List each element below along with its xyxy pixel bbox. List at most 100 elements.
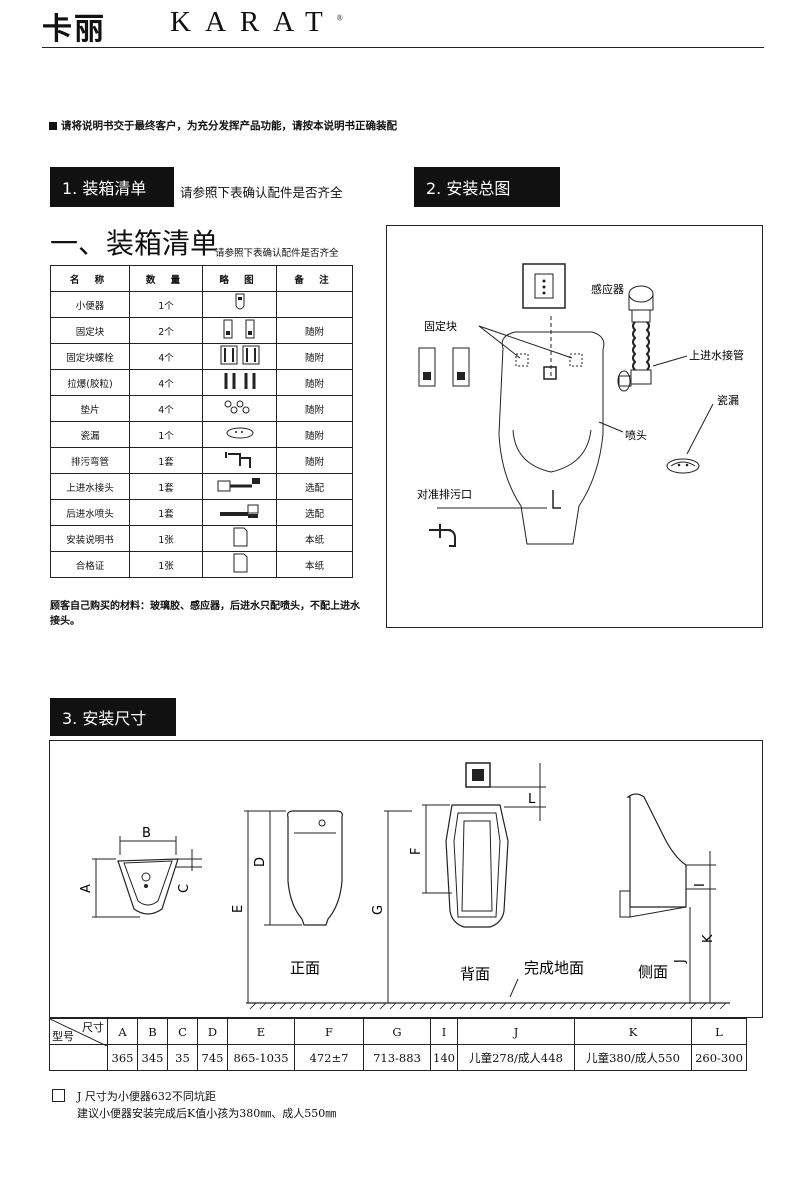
- value-G: 713-883: [363, 1044, 431, 1071]
- label-A: A: [79, 884, 94, 893]
- item-note: 随附: [276, 343, 353, 370]
- urinal-icon: [202, 291, 277, 318]
- label-J: J: [673, 959, 688, 964]
- section2-tab: 2. 安装总图: [414, 167, 560, 207]
- label-I: I: [693, 883, 708, 887]
- col-B: B: [137, 1018, 168, 1045]
- ceramic-drain-label: 瓷漏: [717, 393, 739, 407]
- item-name: 排污弯管: [50, 447, 130, 474]
- table-row: 安装说明书 1张 本纸: [50, 525, 353, 552]
- col-C: C: [167, 1018, 198, 1045]
- trademark: ®: [336, 13, 343, 23]
- item-qty: 4个: [129, 343, 203, 370]
- back-view-label: 背面: [460, 965, 490, 983]
- col-G: G: [363, 1018, 431, 1045]
- back-view-outline: [445, 804, 509, 928]
- table-row: 固定块螺栓 4个 随附: [50, 343, 353, 370]
- dimension-diagram: B A C D E 正面 F G L 背面 完成地面: [49, 740, 763, 1018]
- item-qty: 1张: [129, 551, 203, 578]
- col-K: K: [574, 1018, 692, 1045]
- item-name: 垫片: [50, 395, 130, 422]
- washer-icon: [202, 395, 277, 422]
- item-note: 本纸: [276, 525, 353, 552]
- item-note: 随附: [276, 395, 353, 422]
- item-qty: 4个: [129, 369, 203, 396]
- value-B: 345: [137, 1044, 168, 1071]
- label-K: K: [701, 934, 716, 943]
- table-row: 后进水喷头 1套 选配: [50, 499, 353, 526]
- value-L: 260-300: [691, 1044, 747, 1071]
- col-header-note: 备 注: [276, 265, 353, 292]
- packing-table: 名 称 数 量 略 图 备 注 小便器 1个 固定块 2个 随附 固定块螺栓 4…: [50, 265, 353, 578]
- packing-list-subtitle: 请参照下表确认配件是否齐全: [215, 248, 339, 259]
- label-E: E: [231, 905, 246, 913]
- item-note: 随附: [276, 421, 353, 448]
- fixing-block-icon: [202, 317, 277, 344]
- item-name: 小便器: [50, 291, 130, 318]
- top-view-outline: [117, 858, 179, 915]
- model-cell: [49, 1044, 108, 1071]
- label-C: C: [177, 884, 192, 893]
- urinal-bowl: [512, 429, 592, 473]
- drain-elbow-icon: [202, 447, 277, 474]
- dimension-header-row: 尺寸 型号 A B C D E F G I J K L: [49, 1018, 747, 1046]
- col-I: I: [430, 1018, 458, 1045]
- fixing-block-label: 固定块: [424, 319, 457, 333]
- block-bolt-icon: [202, 343, 277, 370]
- value-C: 35: [167, 1044, 198, 1071]
- value-E: 865-1035: [227, 1044, 295, 1071]
- item-qty: 1个: [129, 291, 203, 318]
- section3-tab: 3. 安装尺寸: [50, 698, 176, 736]
- footnote: J 尺寸为小便器632不同坑距 建议小便器安装完成后K值小孩为380㎜、成人55…: [52, 1088, 336, 1122]
- header-divider: [42, 47, 764, 48]
- col-A: A: [107, 1018, 138, 1045]
- item-qty: 2个: [129, 317, 203, 344]
- notice-text: 请将说明书交于最终客户，为充分发挥产品功能，请按本说明书正确装配: [61, 120, 397, 132]
- value-K: 儿童380/成人550: [574, 1044, 692, 1071]
- table-row: 固定块 2个 随附: [50, 317, 353, 344]
- label-B: B: [142, 826, 151, 841]
- item-note: 随附: [276, 317, 353, 344]
- col-E: E: [227, 1018, 295, 1045]
- value-D: 745: [197, 1044, 228, 1071]
- table-row: 小便器 1个: [50, 291, 353, 318]
- checkbox-icon: [52, 1089, 65, 1102]
- value-A: 365: [107, 1044, 138, 1071]
- table-row: 拉爆(胶粒) 4个 随附: [50, 369, 353, 396]
- nozzle-label: 喷头: [625, 429, 647, 442]
- item-qty: 1套: [129, 473, 203, 500]
- item-note: 本纸: [276, 551, 353, 578]
- value-F: 472±7: [294, 1044, 364, 1071]
- packing-list-title: 一、装箱清单: [50, 227, 219, 260]
- table-row: 排污弯管 1套 随附: [50, 447, 353, 474]
- back-sensor: [465, 762, 491, 788]
- col-D: D: [197, 1018, 228, 1045]
- dimension-drawing: B A C D E 正面 F G L 背面 完成地面: [79, 762, 730, 1010]
- item-name: 上进水接头: [50, 473, 130, 500]
- item-note: 选配: [276, 473, 353, 500]
- item-note: 选配: [276, 499, 353, 526]
- manual-icon: [202, 525, 277, 552]
- item-name: 拉爆(胶粒): [50, 369, 130, 396]
- corner-size-label: 尺寸: [82, 1021, 104, 1034]
- sensor-label: 感应器: [591, 282, 624, 296]
- corner-model-label: 型号: [52, 1030, 74, 1043]
- side-view-outline: [626, 793, 687, 908]
- align-drain-label: 对准排污口: [417, 487, 472, 501]
- brand-logo-en: KARAT®: [170, 6, 343, 39]
- label-L: L: [528, 792, 536, 807]
- value-J: 儿童278/成人448: [457, 1044, 575, 1071]
- item-qty: 1套: [129, 499, 203, 526]
- item-qty: 1个: [129, 421, 203, 448]
- overview-drawing: 感应器 固定块 上进水接管 喷头 瓷漏: [417, 263, 744, 547]
- rear-nozzle-icon: [202, 499, 277, 526]
- item-qty: 1套: [129, 447, 203, 474]
- urinal-body: [498, 331, 605, 545]
- item-name: 瓷漏: [50, 421, 130, 448]
- table-row: 瓷漏 1个 随附: [50, 421, 353, 448]
- col-header-qty: 数 量: [129, 265, 203, 292]
- bullet-square-icon: [49, 121, 57, 130]
- ceramic-drain-icon: [202, 421, 277, 448]
- section1-tab: 1. 装箱清单: [50, 167, 174, 207]
- anchor-icon: [202, 369, 277, 396]
